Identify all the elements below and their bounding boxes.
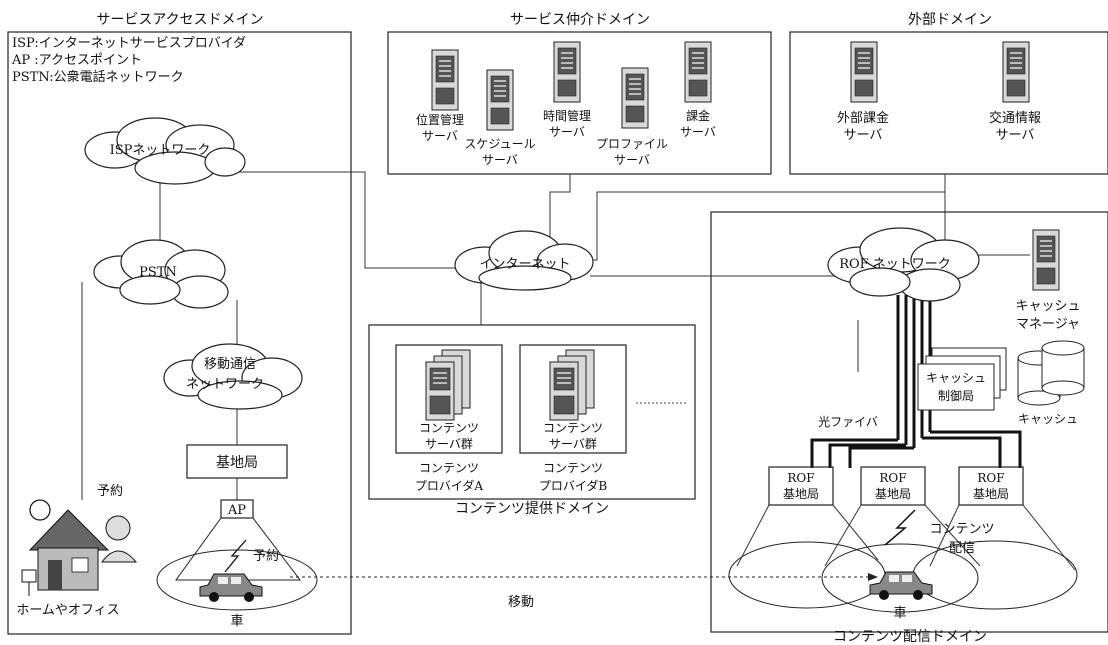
svg-text:時間管理: 時間管理	[543, 108, 591, 123]
base-station-label: 基地局	[216, 454, 258, 471]
traffic-info-server: 交通情報 サーバ	[989, 41, 1041, 143]
location-server: 位置管理 サーバ	[416, 49, 464, 143]
svg-text:ISPネットワーク: ISPネットワーク	[110, 143, 211, 158]
car-icon	[199, 573, 263, 602]
legend-pstn: PSTN:公衆電話ネットワーク	[12, 69, 184, 85]
database-icon	[1017, 340, 1085, 406]
content-server-group-a-box	[395, 344, 503, 454]
svg-text:インターネット: インターネット	[479, 257, 570, 272]
external-domain-title: 外部ドメイン	[908, 12, 992, 28]
svg-text:サーバ: サーバ	[549, 125, 585, 139]
svg-text:交通情報: 交通情報	[989, 110, 1041, 126]
service-broker-domain-title: サービス仲介ドメイン	[510, 12, 650, 28]
content-delivery-domain-title: コンテンツ配信ドメイン	[833, 629, 987, 645]
provider-a-label-1: コンテンツ	[419, 461, 479, 475]
legend-isp: ISP:インターネットサービスプロバイダ	[12, 36, 246, 51]
svg-text:サーバ: サーバ	[844, 128, 883, 143]
time-server: 時間管理 サーバ	[543, 41, 591, 139]
svg-text:ROF: ROF	[977, 471, 1004, 485]
pstn-cloud: PSTN	[93, 239, 229, 309]
svg-text:サーバ: サーバ	[614, 153, 650, 167]
car-label-access: 車	[230, 614, 243, 629]
lightning-icon	[884, 509, 916, 546]
svg-text:サーバ: サーバ	[482, 153, 518, 167]
svg-text:基地局: 基地局	[875, 487, 911, 501]
house-icon	[21, 499, 110, 596]
movement-arrow-head	[868, 573, 878, 581]
access-point-label: AP	[227, 503, 246, 518]
reserve-from-car-label: 予約	[253, 549, 279, 564]
svg-text:コンテンツ: コンテンツ	[419, 421, 479, 435]
svg-text:PSTN: PSTN	[139, 265, 177, 280]
movement-label: 移動	[508, 595, 534, 610]
person-icon	[101, 515, 138, 563]
isp-network-cloud: ISPネットワーク	[84, 117, 246, 185]
svg-text:ネットワーク: ネットワーク	[186, 377, 264, 392]
cache-manager-server: キャッシュ マネージャ	[1015, 229, 1081, 332]
provider-b-label-2: プロバイダB	[539, 478, 608, 493]
svg-text:基地局: 基地局	[783, 487, 819, 501]
billing-server: 課金 サーバ	[680, 41, 716, 139]
service-access-domain-box	[7, 31, 352, 635]
svg-text:サーバ: サーバ	[680, 125, 716, 139]
svg-text:コンテンツ: コンテンツ	[543, 421, 603, 435]
rof-base-station-2: ROF 基地局	[860, 466, 926, 506]
profile-server: プロファイル サーバ	[596, 67, 668, 167]
svg-text:サーバ: サーバ	[996, 128, 1035, 143]
rof-base-station-1: ROF 基地局	[768, 466, 834, 506]
svg-text:サーバ: サーバ	[422, 129, 458, 143]
svg-text:キャッシュ: キャッシュ	[1015, 299, 1080, 314]
svg-text:サーバ群: サーバ群	[549, 437, 597, 451]
reserve-from-home-label: 予約	[97, 484, 123, 499]
external-domain-box	[789, 31, 1108, 175]
content-server-group-b: コンテンツ サーバ群	[543, 349, 603, 451]
content-provision-domain-title: コンテンツ提供ドメイン	[455, 501, 609, 517]
svg-text:位置管理: 位置管理	[416, 112, 464, 127]
car-label-delivery: 車	[893, 606, 906, 621]
content-server-group-a: コンテンツ サーバ群	[419, 349, 479, 451]
service-access-domain-title: サービスアクセスドメイン	[96, 12, 263, 28]
car-icon	[869, 571, 933, 600]
provider-b-label-1: コンテンツ	[543, 461, 603, 475]
content-provision-domain-box	[368, 324, 696, 500]
content-delivery-label-1: コンテンツ	[929, 522, 994, 537]
svg-text:基地局: 基地局	[973, 487, 1009, 501]
svg-text:外部課金: 外部課金	[837, 110, 889, 126]
svg-text:ROF ネットワーク: ROF ネットワーク	[839, 257, 951, 272]
fiber-label: 光ファイバ	[818, 415, 878, 429]
rof-base-station-3: ROF 基地局	[958, 466, 1024, 506]
internet-cloud: インターネット	[454, 230, 594, 291]
provider-a-label-2: プロバイダA	[415, 478, 484, 493]
content-delivery-domain-box	[710, 211, 1108, 633]
lightning-icon	[224, 539, 247, 573]
rof-network-cloud: ROF ネットワーク	[827, 227, 980, 302]
svg-text:キャッシュ: キャッシュ	[926, 371, 986, 385]
svg-text:移動通信: 移動通信	[204, 357, 256, 372]
svg-text:サーバ群: サーバ群	[425, 437, 473, 451]
svg-text:ROF: ROF	[787, 471, 814, 485]
svg-text:スケジュール: スケジュール	[464, 137, 535, 151]
ap-coverage-beam	[175, 517, 302, 581]
svg-text:マネージャ: マネージャ	[1016, 317, 1080, 332]
mobile-network-cloud: 移動通信 ネットワーク	[163, 343, 303, 410]
home-office-label: ホームやオフィス	[16, 603, 119, 618]
svg-text:ROF: ROF	[879, 471, 906, 485]
content-delivery-label-2: 配信	[949, 541, 975, 556]
svg-text:制御局: 制御局	[938, 388, 974, 403]
schedule-server: スケジュール サーバ	[464, 69, 536, 167]
base-station-box	[186, 444, 288, 479]
cache-control-station: キャッシュ 制御局	[917, 347, 1007, 411]
service-broker-domain-box	[387, 31, 772, 175]
cache-label: キャッシュ	[1018, 412, 1078, 426]
legend-ap: AP :アクセスポイント	[11, 53, 142, 68]
svg-text:課金: 課金	[686, 108, 710, 123]
content-server-group-b-box	[519, 344, 627, 454]
external-billing-server: 外部課金 サーバ	[837, 41, 889, 143]
svg-text:プロファイル: プロファイル	[596, 137, 668, 151]
